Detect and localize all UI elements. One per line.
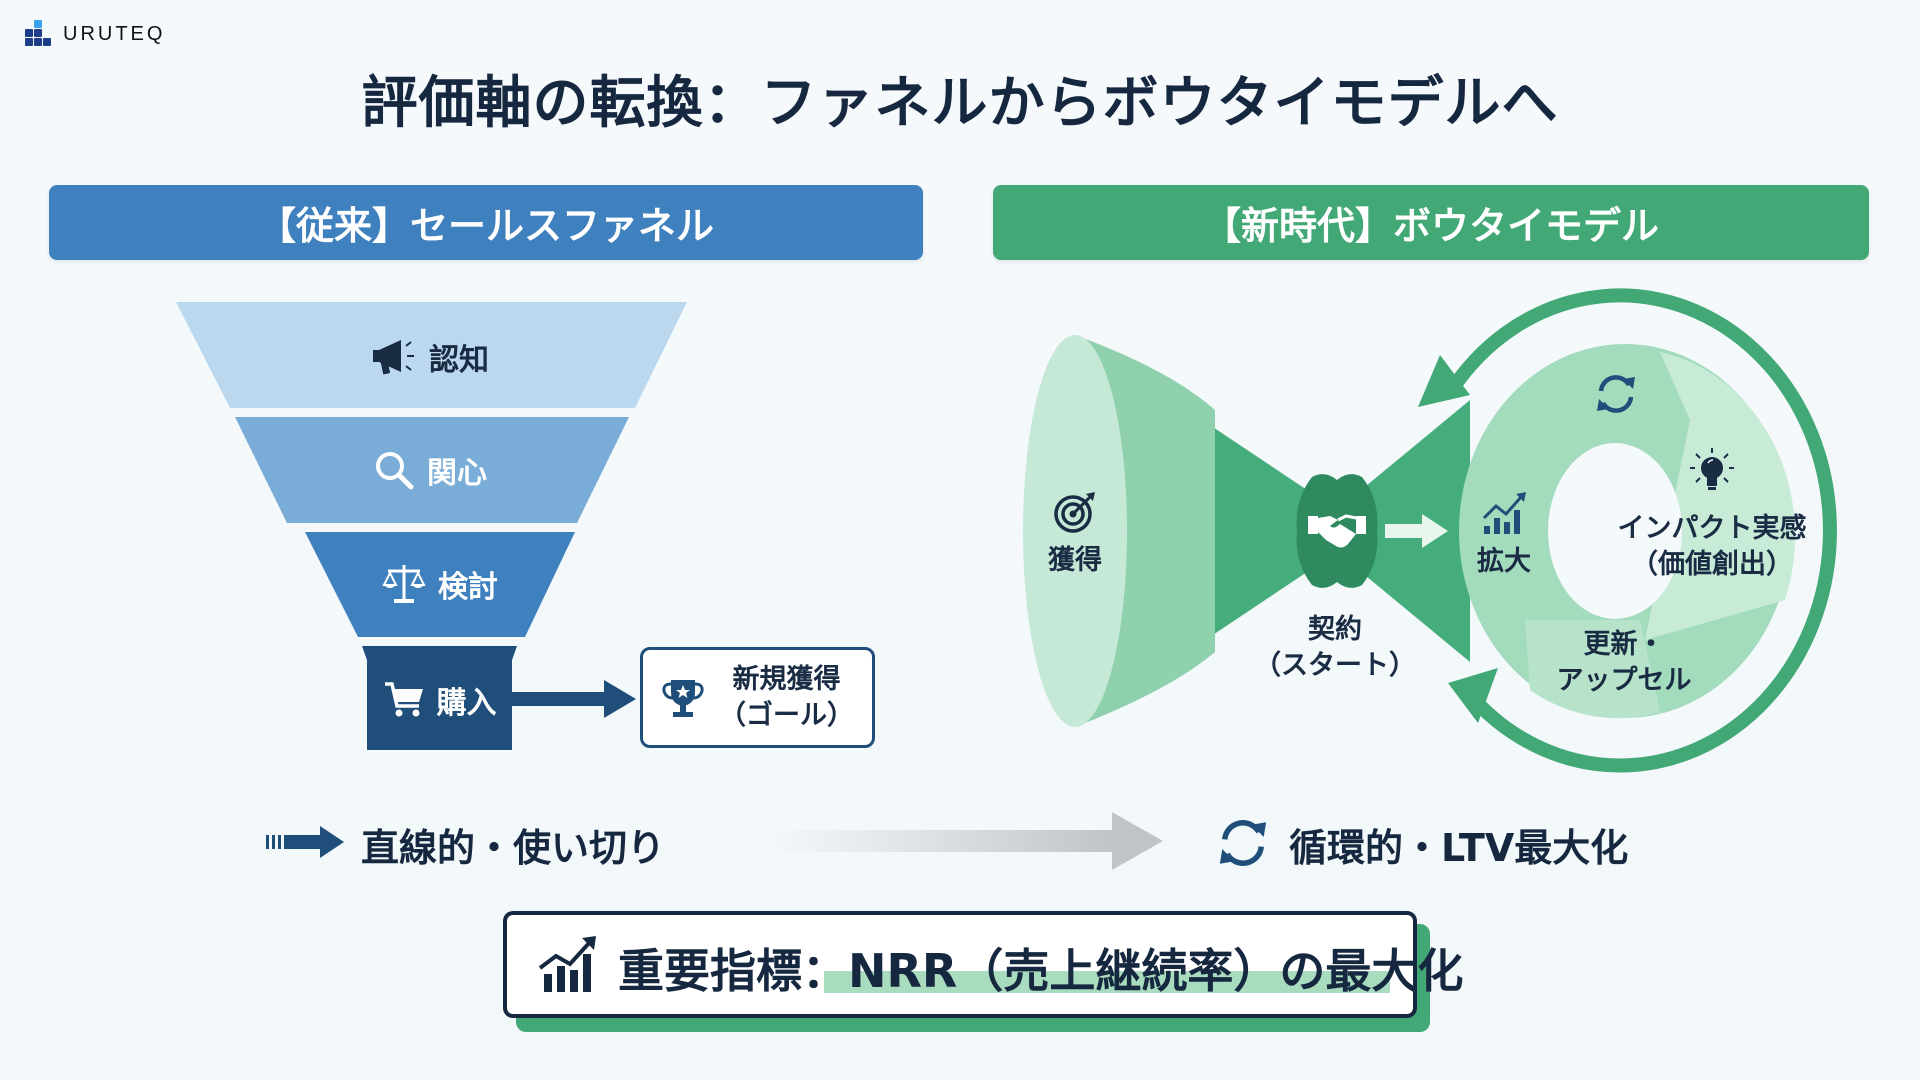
megaphone-icon bbox=[371, 338, 417, 376]
bar-blocks-logo-icon bbox=[25, 20, 53, 48]
cycle-loop-arrow bbox=[1418, 288, 1837, 773]
stage-label: 認知 bbox=[429, 343, 489, 378]
funnel-layer-purchase bbox=[362, 646, 517, 750]
circular-label: 循環的・LTV最大化 bbox=[1289, 826, 1629, 870]
contract-label: 契約 （スタート） bbox=[1235, 612, 1435, 684]
trophy-icon bbox=[661, 676, 705, 720]
handshake-icon bbox=[1308, 510, 1366, 556]
stage-awareness: 認知 bbox=[230, 335, 630, 379]
brand-logo: URUTEQ bbox=[25, 20, 165, 48]
contract-title: 契約 bbox=[1308, 614, 1362, 645]
kpi-metric: NRR（売上継続率）の最大化 bbox=[848, 944, 1464, 998]
stage-label: 関心 bbox=[427, 456, 487, 491]
lightbulb-icon bbox=[1688, 448, 1736, 504]
scale-icon bbox=[382, 563, 426, 605]
acquisition-label: 獲得 bbox=[1048, 545, 1102, 576]
retention-ring bbox=[1459, 344, 1796, 719]
stage-label: 検討 bbox=[438, 570, 498, 605]
stage-consideration: 検討 bbox=[300, 562, 580, 606]
growth-chart-icon bbox=[538, 934, 598, 998]
goal-label: 新規獲得 bbox=[732, 663, 841, 695]
search-icon bbox=[373, 449, 415, 491]
loop-arrowhead-top bbox=[1418, 355, 1470, 407]
growth-chart-icon bbox=[1482, 492, 1528, 540]
loop-arrowhead-bottom bbox=[1448, 668, 1498, 723]
kpi-text: 重要指標：NRR（売上継続率）の最大化 bbox=[618, 935, 1463, 1001]
funnel-header: 【従来】セールスファネル bbox=[49, 185, 923, 260]
linear-arrow-icon bbox=[266, 824, 346, 864]
impact-label: インパクト実感 （価値創出） bbox=[1592, 511, 1832, 583]
target-icon bbox=[1053, 490, 1097, 538]
funnel-layer-awareness bbox=[176, 302, 687, 408]
stage-purchase: 購入 bbox=[367, 678, 512, 722]
contract-subtitle: （スタート） bbox=[1254, 650, 1416, 681]
goal-sublabel: （ゴール） bbox=[719, 699, 854, 731]
arrow-to-goal bbox=[512, 680, 636, 718]
renewal-subtitle: アップセル bbox=[1556, 665, 1692, 696]
brand-name: URUTEQ bbox=[63, 22, 166, 45]
kpi-highlight bbox=[824, 971, 1390, 993]
bowtie-header: 【新時代】ボウタイモデル bbox=[993, 185, 1869, 260]
kpi-box bbox=[503, 911, 1417, 1018]
sync-icon bbox=[1214, 815, 1272, 875]
stage-label: 購入 bbox=[436, 686, 497, 721]
renewal-label: 更新・ アップセル bbox=[1524, 627, 1724, 699]
transition-arrow bbox=[773, 812, 1163, 870]
sync-icon bbox=[1593, 371, 1639, 421]
impact-subtitle: （価値創出） bbox=[1631, 549, 1793, 580]
funnel-layer-consideration bbox=[305, 532, 575, 637]
linear-label: 直線的・使い切り bbox=[361, 826, 666, 870]
page-title: 評価軸の転換：ファネルからボウタイモデルへ bbox=[361, 71, 1559, 136]
funnel-layer-interest bbox=[235, 417, 629, 523]
expansion-label: 拡大 bbox=[1477, 546, 1531, 577]
kpi-prefix: 重要指標： bbox=[618, 944, 848, 998]
renewal-title: 更新・ bbox=[1583, 629, 1665, 660]
cart-icon bbox=[383, 680, 425, 720]
goal-box: 新規獲得 （ゴール） bbox=[640, 647, 875, 748]
contract-to-expansion-arrow bbox=[1385, 514, 1448, 548]
impact-title: インパクト実感 bbox=[1617, 513, 1807, 544]
stage-interest: 関心 bbox=[260, 448, 600, 492]
